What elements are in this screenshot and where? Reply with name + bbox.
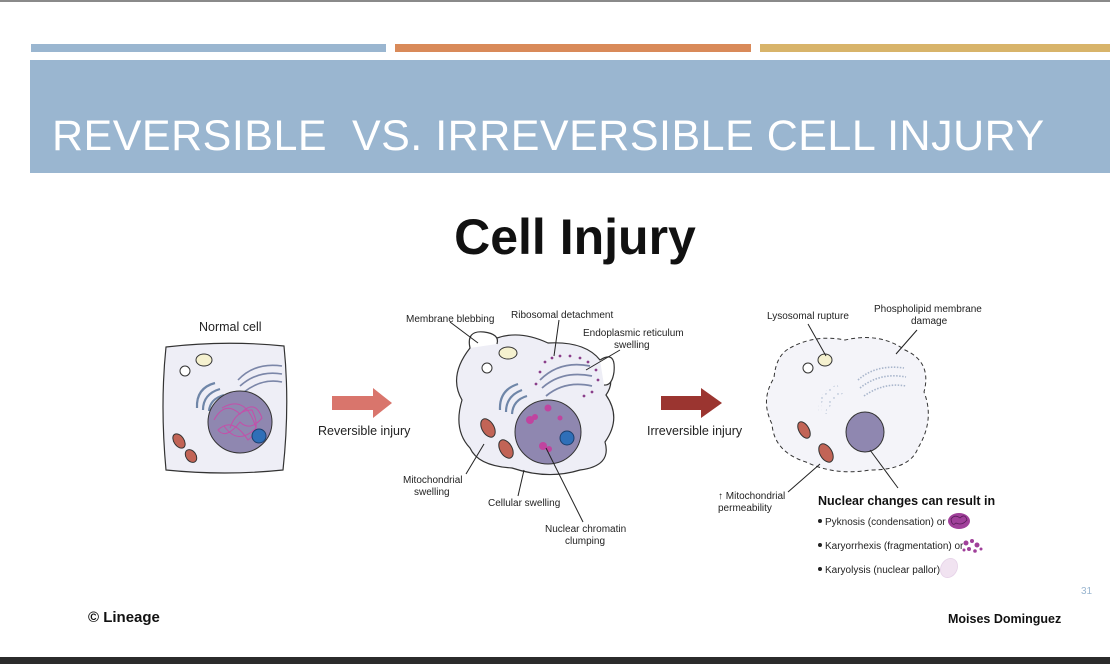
- slide-title: REVERSIBLE VS. IRREVERSIBLE CELL INJURY: [52, 112, 1045, 160]
- golgi-apparatus-swollen: [498, 382, 528, 415]
- footer-author: Moises Dominguez: [948, 612, 1062, 626]
- label-chromatin-line1: Nuclear chromatin: [545, 524, 626, 535]
- nucleus-damaged: [845, 411, 885, 453]
- label-chromatin-line2: clumping: [565, 536, 605, 547]
- nuclear-change-pyknosis: Pyknosis (condensation) or: [825, 517, 946, 528]
- mitochondria-swollen: [480, 418, 514, 459]
- accent-stripe-gold: [760, 44, 1110, 52]
- er-swollen: [539, 363, 593, 397]
- label-er-swelling-line2: swelling: [614, 340, 650, 351]
- degraded-er: [857, 366, 907, 397]
- mitochondria-damaged: [797, 421, 834, 463]
- label-mito-swelling-line1: Mitochondrial: [403, 475, 462, 486]
- slide-number: 31: [1081, 586, 1093, 597]
- nuclear-changes-list: Pyknosis (condensation) or Karyorrhexis …: [818, 513, 983, 578]
- label-mito-perm-line2: permeability: [718, 503, 772, 514]
- damaged-cell: [766, 337, 929, 473]
- karyolysis-icon: [940, 558, 958, 578]
- label-ribosomal-detachment: Ribosomal detachment: [511, 310, 613, 321]
- damaged-cell-leaders: [787, 323, 918, 493]
- label-reversible-injury: Reversible injury: [318, 424, 411, 438]
- footer-credit: © Lineage: [88, 609, 160, 626]
- accent-stripe-orange: [395, 44, 751, 52]
- label-mito-perm-line1: ↑ Mitochondrial: [718, 491, 785, 502]
- detached-ribosomes: [534, 354, 600, 398]
- mitochondria: [172, 433, 198, 463]
- normal-cell: [162, 342, 288, 474]
- irreversible-injury-arrow: [661, 388, 722, 418]
- bottom-bar: [0, 657, 1110, 664]
- label-membrane-blebbing: Membrane blebbing: [406, 314, 494, 325]
- degraded-golgi: [818, 384, 844, 415]
- label-phospholipid-line1: Phospholipid membrane: [874, 304, 982, 315]
- label-mito-swelling-line2: swelling: [414, 487, 450, 498]
- title-band: REVERSIBLE VS. IRREVERSIBLE CELL INJURY: [30, 60, 1110, 173]
- swollen-cell: [455, 331, 615, 476]
- chromatin-clumps: [526, 404, 563, 452]
- endoplasmic-reticulum: [237, 364, 283, 393]
- label-normal-cell: Normal cell: [199, 320, 262, 334]
- reversible-injury-arrow: [332, 388, 392, 418]
- nuclear-change-karyolysis: Karyolysis (nuclear pallor): [825, 565, 940, 576]
- nuclear-changes-heading: Nuclear changes can result in: [818, 494, 995, 508]
- karyorrhexis-icon: [962, 539, 983, 553]
- nuclear-change-karyorrhexis: Karyorrhexis (fragmentation) or: [825, 541, 964, 552]
- chromatin: [213, 403, 263, 441]
- label-cellular-swelling: Cellular swelling: [488, 498, 560, 509]
- golgi-apparatus: [195, 381, 225, 412]
- label-phospholipid-line2: damage: [911, 316, 948, 327]
- label-er-swelling-line1: Endoplasmic reticulum: [583, 328, 684, 339]
- figure-heading: Cell Injury: [454, 209, 696, 265]
- swollen-cell-leaders: [449, 319, 621, 523]
- pyknosis-icon: [948, 513, 970, 529]
- top-border-line: [0, 0, 1110, 2]
- label-irreversible-injury: Irreversible injury: [647, 424, 743, 438]
- accent-stripe-blue: [31, 44, 386, 52]
- label-lysosomal-rupture: Lysosomal rupture: [767, 311, 849, 322]
- nucleus-swollen: [514, 399, 582, 465]
